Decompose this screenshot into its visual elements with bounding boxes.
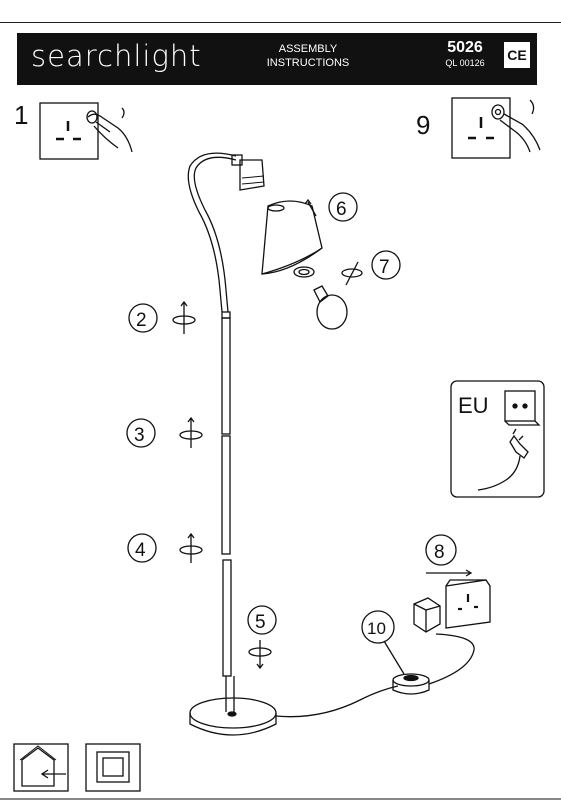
rotate-arrow-icon <box>179 532 203 563</box>
step-2-circle <box>128 303 158 333</box>
pole-joint <box>221 311 231 319</box>
rotate-arrow-icon <box>341 261 363 286</box>
step-6-circle <box>328 192 358 222</box>
ce-mark-icon: CE <box>504 42 530 68</box>
light-bulb <box>313 285 348 330</box>
step-1-number: 1 <box>14 100 28 130</box>
brand-logo: searchlight <box>31 39 202 73</box>
socket-icon <box>451 97 511 159</box>
rotate-arrow-icon <box>248 640 272 670</box>
lamp-base <box>189 676 277 736</box>
top-rule <box>0 22 561 23</box>
title-line-2: INSTRUCTIONS <box>266 57 350 69</box>
step-4-circle <box>127 533 157 563</box>
title-line-1: ASSEMBLY <box>278 43 338 55</box>
step-8-circle <box>425 534 457 566</box>
hand-icon <box>86 107 133 153</box>
shade-ring <box>293 266 315 278</box>
rotate-arrow-icon <box>179 416 203 448</box>
foot-switch <box>392 673 430 695</box>
step-5-circle <box>247 605 277 635</box>
step-9-number: 9 <box>416 110 430 140</box>
step-3-circle <box>126 418 156 448</box>
step-3-number: 3 <box>134 425 145 446</box>
indoor-use-icon <box>13 743 69 792</box>
step-8-number: 8 <box>434 542 445 563</box>
step-7-number: 7 <box>379 257 390 278</box>
pole-segment-2 <box>221 435 231 555</box>
rotate-arrow-icon <box>172 300 196 334</box>
step-5-number: 5 <box>255 612 266 633</box>
header-bar: searchlight ASSEMBLY INSTRUCTIONS 5026 Q… <box>17 33 537 85</box>
step-10-circle <box>361 610 395 644</box>
step-6-number: 6 <box>336 199 347 220</box>
ql-code: QL 00126 <box>445 58 485 68</box>
model-number: 5026 <box>447 39 483 56</box>
pole-segment-1 <box>221 317 231 435</box>
hand-icon <box>491 99 541 153</box>
lamp-shade <box>261 200 323 275</box>
eu-plug-panel <box>450 380 545 498</box>
double-insulation-icon <box>85 743 141 792</box>
model-code: 5026 QL 00126 <box>435 39 495 68</box>
step-10-number: 10 <box>367 619 386 638</box>
document-title: ASSEMBLY INSTRUCTIONS <box>263 42 353 70</box>
pole-segment-3 <box>222 559 232 677</box>
step-4-number: 4 <box>135 540 146 561</box>
step-7-circle <box>371 250 401 280</box>
plug <box>413 597 441 633</box>
lamp-holder <box>231 154 265 191</box>
step-2-number: 2 <box>136 310 147 331</box>
power-cable <box>275 685 399 718</box>
eu-label: EU <box>458 393 489 418</box>
wall-socket <box>445 579 491 629</box>
power-cable <box>428 633 475 685</box>
